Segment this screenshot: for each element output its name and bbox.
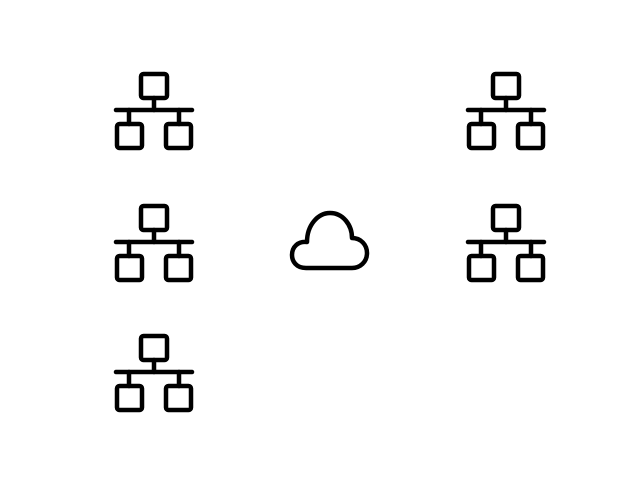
network-icon [464,202,548,286]
network-icon [112,332,196,416]
network-icon [464,70,548,154]
cloud-icon [289,210,370,272]
network-icon [112,202,196,286]
network-icon [112,70,196,154]
